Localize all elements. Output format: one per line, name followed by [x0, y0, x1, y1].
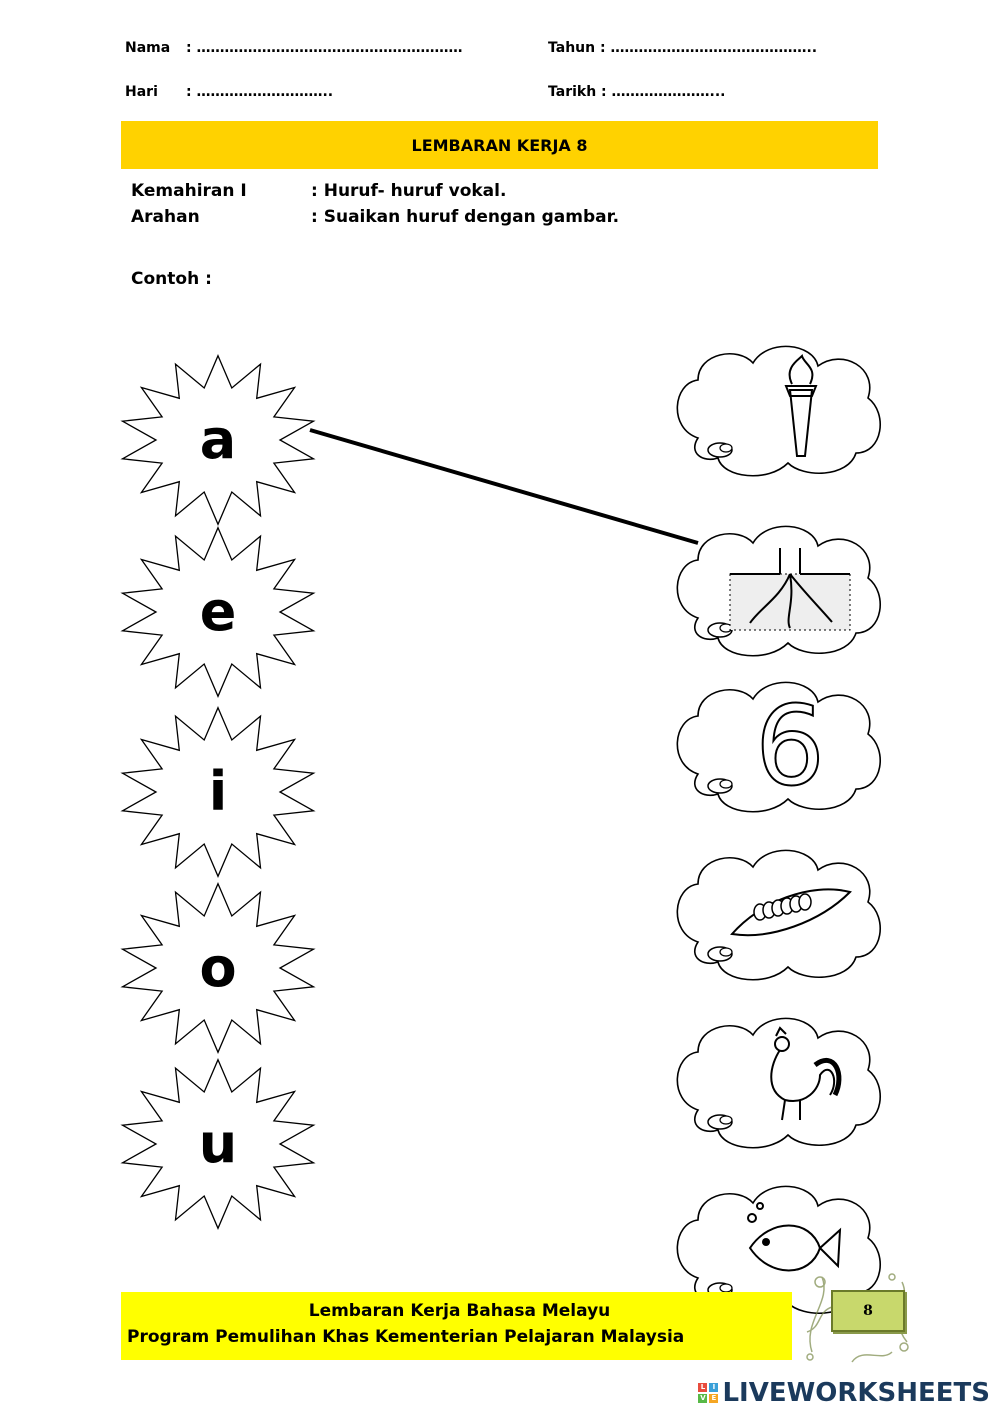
picture-cloud-1[interactable] [676, 345, 881, 477]
letter-star-u[interactable]: u [120, 1058, 316, 1230]
instruction-value: : Suaikan huruf dengan gambar. [311, 207, 620, 227]
vowel-letter: o [199, 936, 236, 999]
year-field[interactable]: Tahun : …………………………………….. [548, 40, 818, 56]
caterpillar-icon [730, 888, 852, 937]
starburst-shape [120, 706, 316, 878]
vowel-letter: a [200, 408, 236, 471]
day-field[interactable]: : ……………………….. [186, 84, 334, 100]
picture-cloud-4[interactable] [676, 849, 881, 981]
footer-line-2: Program Pemulihan Khas Kementerian Pelaj… [127, 1327, 685, 1347]
example-match-line [309, 428, 699, 545]
skill-label: Kemahiran I [131, 181, 247, 201]
rooster-icon [770, 1026, 842, 1121]
number-six-icon: 6 [754, 681, 826, 811]
footer-banner: Lembaran Kerja Bahasa Melayu Program Pem… [121, 1292, 792, 1360]
cloud-shape [676, 681, 881, 813]
footer-line-1: Lembaran Kerja Bahasa Melayu [308, 1301, 611, 1321]
skill-value: : Huruf- huruf vokal. [311, 181, 507, 201]
roots-icon [729, 548, 851, 631]
page-number-badge: 8 [831, 1290, 905, 1332]
cloud-bubble [719, 779, 733, 789]
name-label: Nama [125, 40, 171, 56]
picture-cloud-5[interactable] [676, 1017, 881, 1149]
letter-star-e[interactable]: e [120, 526, 316, 698]
starburst-shape [120, 526, 316, 698]
fish-icon [747, 1202, 842, 1272]
vowel-letter: u [199, 1112, 237, 1175]
brand-name: LIVEWORKSHEETS [722, 1378, 990, 1408]
starburst-shape [120, 1058, 316, 1230]
cloud-bubble [719, 947, 733, 957]
cloud-bubble [719, 443, 733, 453]
starburst-shape [120, 354, 316, 526]
floral-ornament [806, 1273, 909, 1363]
picture-cloud-2[interactable] [676, 525, 881, 657]
cloud-shape [676, 1017, 881, 1149]
starburst-shape [120, 882, 316, 1054]
vowel-letter: e [200, 580, 237, 643]
date-field[interactable]: Tarikh : …………………... [548, 84, 726, 100]
example-label: Contoh : [131, 269, 212, 289]
cloud-bubble [719, 1115, 733, 1125]
letter-star-o[interactable]: o [120, 882, 316, 1054]
worksheet-title: LEMBARAN KERJA 8 [121, 121, 878, 169]
torch-icon [784, 354, 818, 457]
picture-cloud-3[interactable]: 6 [676, 681, 881, 813]
cloud-shape [676, 345, 881, 477]
day-label: Hari [125, 84, 158, 100]
cloud-bubble [719, 1283, 733, 1293]
vowel-letter: i [209, 760, 228, 823]
name-field[interactable]: : ………………………………………………… [186, 40, 463, 56]
letter-star-a[interactable]: a [120, 354, 316, 526]
svg-text:6: 6 [755, 682, 825, 810]
letter-star-i[interactable]: i [120, 706, 316, 878]
instruction-label: Arahan [131, 207, 200, 227]
